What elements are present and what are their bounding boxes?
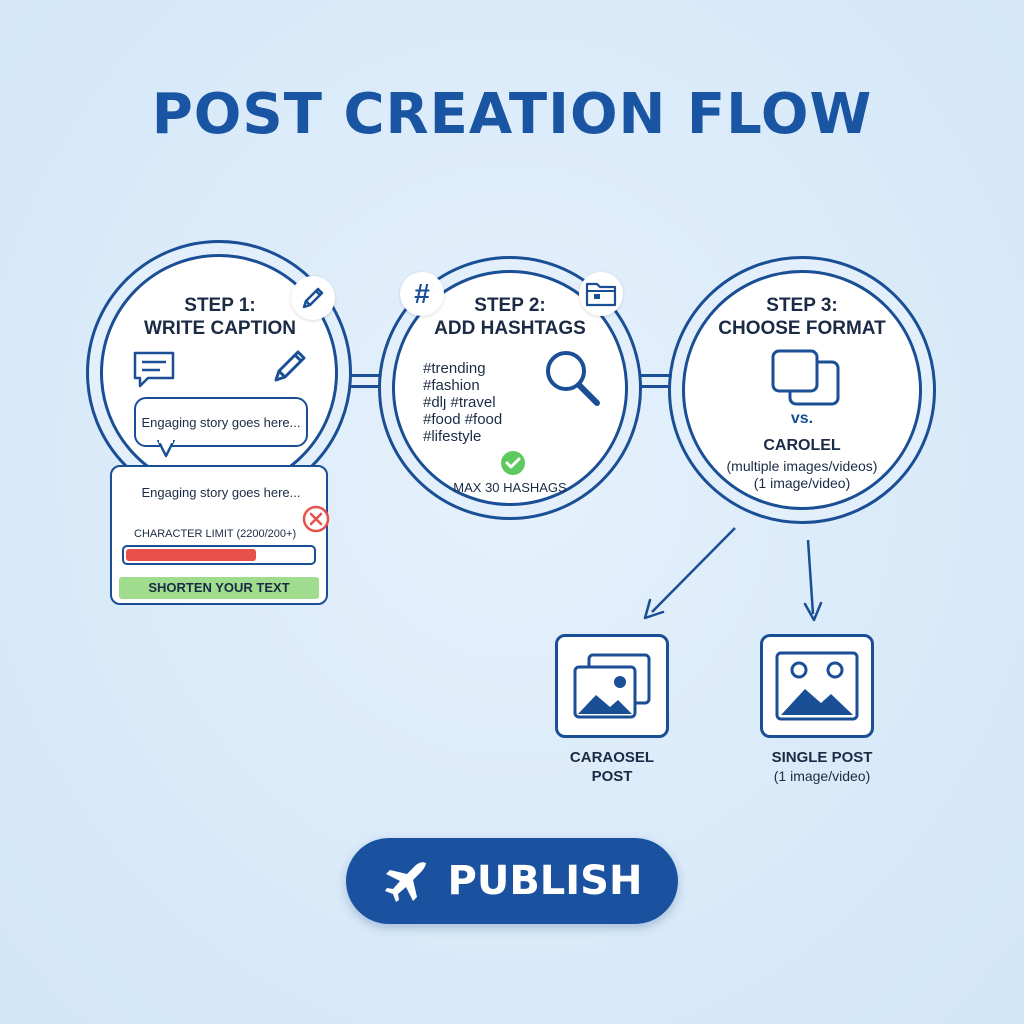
arrowhead-single — [803, 601, 823, 622]
single-post-card[interactable] — [760, 634, 874, 738]
hashtag-item: #trending — [423, 360, 486, 377]
pencil-icon — [291, 276, 335, 320]
folder-icon — [579, 272, 623, 316]
caption-bubble: Engaging story goes here... — [134, 397, 308, 447]
hashtag-item: #lifestyle — [423, 428, 482, 445]
format-option-line2: (1 image/video) — [753, 475, 851, 491]
step-3-title: STEP 3: CHOOSE FORMAT — [718, 295, 886, 339]
carousel-post-label: CARAOSEL POST — [569, 749, 655, 785]
carousel-post-card[interactable] — [555, 634, 669, 738]
bubble-tail — [156, 439, 178, 465]
airplane-icon — [384, 862, 426, 902]
step-2-title: STEP 2: ADD HASHTAGS — [434, 295, 586, 339]
check-icon — [500, 450, 526, 481]
pencil-icon — [270, 346, 310, 391]
single-post-label: SINGLE POST (1 image/video) — [771, 749, 873, 784]
image-icon — [775, 651, 859, 721]
format-option-title: CAROLEL — [763, 437, 841, 454]
page-title: POST CREATION FLOW — [151, 82, 873, 147]
hashtag-list[interactable]: #trending #fashion #dlȷ #travel #food #f… — [423, 360, 502, 445]
character-progress-track — [122, 545, 316, 565]
publish-button[interactable]: PUBLISH — [346, 838, 678, 924]
step-1-title: STEP 1: WRITE CAPTION — [144, 295, 296, 339]
arrowhead-carousel — [643, 598, 665, 620]
publish-label: PUBLISH — [447, 858, 643, 904]
arrow-to-single — [806, 539, 815, 615]
max-hashtags-label: MAX 30 HASHAGS — [453, 480, 567, 495]
chat-icon — [132, 350, 176, 395]
magnifier-icon — [543, 348, 603, 415]
hashtag-item: #fashion — [423, 377, 480, 394]
error-x-icon — [301, 504, 331, 539]
caption-editor-panel[interactable]: Engaging story goes here... CHARACTER LI… — [110, 465, 328, 605]
format-option-line1: (multiple images/videos) — [726, 458, 878, 474]
vs-label: vs. — [790, 410, 814, 427]
shorten-text-warning: SHORTEN YOUR TEXT — [119, 577, 319, 599]
image-icon — [573, 653, 651, 719]
hashtag-item: #food #food — [423, 411, 503, 428]
stacked-squares-icon — [770, 348, 842, 413]
hashtag-icon: # — [400, 272, 444, 316]
character-progress-fill — [126, 549, 256, 561]
caption-text[interactable]: Engaging story goes here... — [141, 485, 301, 500]
character-limit-label: CHARACTER LIMIT (2200/200+) — [134, 528, 297, 540]
arrow-to-carousel — [651, 527, 736, 613]
hashtag-item: #dlȷ #travel — [423, 394, 496, 411]
